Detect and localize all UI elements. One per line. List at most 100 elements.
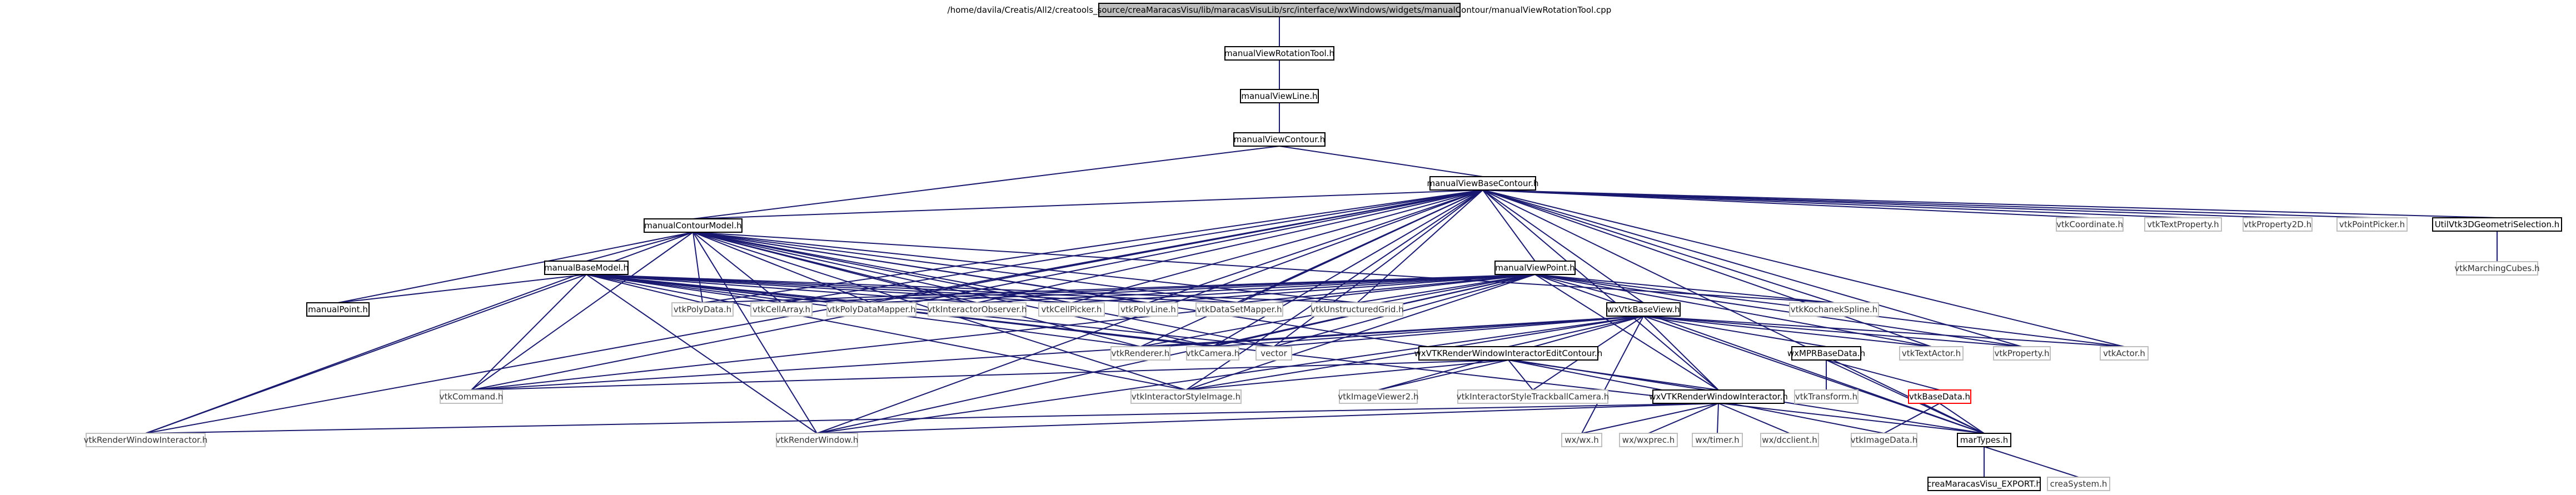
node-manualContourModel[interactable]: manualContourModel.h: [644, 218, 743, 233]
node-label: vtkProperty2D.h: [2244, 219, 2311, 229]
node-wxVTKRenderWindowInteractorEditContour[interactable]: wxVTKRenderWindowInteractorEditContour.h: [1414, 346, 1603, 361]
node-label: wxVtkBaseView.h: [1607, 304, 1680, 314]
node-wxMPRBaseData[interactable]: wxMPRBaseData.h: [1787, 346, 1865, 361]
node-manualViewLine[interactable]: manualViewLine.h: [1240, 89, 1319, 103]
node-vtkCoordinate: vtkCoordinate.h: [2056, 217, 2124, 232]
node-box: [440, 389, 503, 404]
edge-wxVtkBaseView-to-vtkProperty: [1643, 316, 2022, 347]
node-box: [86, 433, 206, 447]
node-vtkKochanekSpline: vtkKochanekSpline.h: [1789, 302, 1879, 317]
node-label: vtkImageData.h: [1851, 435, 1918, 445]
edge-manualContourModel-to-vtkRenderWindow: [692, 232, 818, 434]
node-label: vtkTextActor.h: [1902, 348, 1961, 358]
node-vtkImageViewer2: vtkImageViewer2.h: [1338, 389, 1419, 404]
node-manualPoint[interactable]: manualPoint.h: [306, 302, 370, 317]
edge-manualViewPoint-to-vtkCellArray: [781, 274, 1536, 303]
edge-wxVtkBaseView-to-marTypes: [1643, 316, 1985, 434]
edge-wxVtkBaseView-to-vtkCommand: [471, 316, 1644, 391]
node-manualViewContour[interactable]: manualViewContour.h: [1233, 132, 1326, 147]
edge-manualViewBaseContour-to-vtkRenderer: [1140, 189, 1483, 347]
node-label: wxVTKRenderWindowInteractor.h: [1649, 392, 1788, 402]
dependency-edges: [145, 17, 2498, 478]
node-wxVTKRenderWindowInteractor[interactable]: wxVTKRenderWindowInteractor.h: [1649, 389, 1788, 404]
edge-manualContourModel-to-vtkPolyDataMapper: [692, 232, 872, 303]
node-vtkMarchingCubes: vtkMarchingCubes.h: [2454, 261, 2540, 276]
node-manualViewRotationTool[interactable]: manualViewRotationTool.h: [1224, 46, 1334, 61]
node-wx_wxprec: wx/wxprec.h: [1619, 433, 1678, 447]
edge-manualBaseModel-to-manualPoint: [337, 274, 587, 303]
node-box: [1606, 302, 1681, 317]
edge-wxVtkBaseView-to-vector: [1273, 316, 1644, 347]
node-manualViewBaseContour[interactable]: manualViewBaseContour.h: [1427, 176, 1539, 191]
node-label: wx/dcclient.h: [1762, 435, 1817, 445]
edge-manualViewPoint-to-wxVtkBaseView: [1534, 274, 1644, 303]
edge-manualContourModel-to-vtkCellArray: [692, 232, 782, 303]
node-box: [1233, 132, 1326, 147]
edge-manualViewPoint-to-vtkDataSetMapper: [1239, 274, 1536, 303]
node-vtkProperty: vtkProperty.h: [1993, 346, 2051, 361]
node-box: [1561, 433, 1602, 447]
node-box: [1457, 389, 1608, 404]
edge-manualViewBaseContour-to-vtkProperty: [1482, 189, 2022, 347]
node-label: vtkCellPicker.h: [1041, 304, 1102, 314]
node-box: [1899, 346, 1964, 361]
node-vtkBaseData[interactable]: vtkBaseData.h: [1908, 389, 1971, 404]
node-label: creaSystem.h: [2050, 479, 2107, 489]
node-label: wx/wxprec.h: [1622, 435, 1675, 445]
edge-manualViewBaseContour-to-vtkCellPicker: [1071, 189, 1483, 303]
node-creaMaracasVisu_EXPORT[interactable]: creaMaracasVisu_EXPORT.h: [1927, 477, 2041, 491]
node-box: [1760, 433, 1819, 447]
node-UtilVtk3DGeometriSelection[interactable]: UtilVtk3DGeometriSelection.h: [2432, 217, 2562, 232]
node-label: /home/davila/Creatis/All2/creatools_sour…: [948, 5, 1612, 16]
node-label: vtkPolyDataMapper.h: [827, 304, 915, 314]
node-label: manualContourModel.h: [644, 221, 741, 231]
edge-manualViewPoint-to-vtkPolyLine: [1148, 274, 1536, 303]
node-label: vtkPointPicker.h: [2339, 219, 2405, 229]
edge-manualContourModel-to-vtkRenderer: [692, 232, 1141, 347]
edge-manualViewBaseContour-to-vtkActor: [1482, 189, 2125, 347]
edge-manualContourModel-to-vtkPolyData: [692, 232, 703, 303]
node-box: [1791, 346, 1861, 361]
node-marTypes[interactable]: marTypes.h: [1957, 433, 2011, 447]
node-box: [671, 302, 734, 317]
node-vtkPolyLine: vtkPolyLine.h: [1118, 302, 1178, 317]
node-box: [750, 302, 813, 317]
node-box: [1692, 433, 1743, 447]
node-box: [1224, 46, 1334, 61]
edge-manualViewBaseContour-to-manualContourModel: [692, 189, 1483, 219]
node-label: vtkInteractorStyleImage.h: [1132, 392, 1240, 402]
node-box: [1957, 433, 2011, 447]
edge-manualBaseModel-to-vtkDataSetMapper: [586, 274, 1240, 303]
node-label: vtkTransform.h: [1795, 392, 1857, 402]
edge-manualBaseModel-to-vtkInteractorStyleImage: [586, 274, 1187, 391]
node-vtkActor: vtkActor.h: [2100, 346, 2149, 361]
node-wxVtkBaseView[interactable]: wxVtkBaseView.h: [1606, 302, 1681, 317]
node-label: UtilVtk3DGeometriSelection.h: [2435, 219, 2560, 229]
node-root[interactable]: /home/davila/Creatis/All2/creatools_sour…: [948, 3, 1612, 17]
node-box: [1255, 346, 1292, 361]
edge-manualViewPoint-to-vtkKochanekSpline: [1534, 274, 1835, 303]
edge-wxVTKRenderWindowInteractor-to-wx_timer: [1717, 403, 1719, 434]
node-box: [2047, 477, 2110, 491]
node-vtkRenderWindow: vtkRenderWindow.h: [776, 433, 859, 447]
node-box: [2056, 217, 2124, 232]
edge-manualViewBaseContour-to-vtkCommand: [471, 189, 1483, 391]
node-manualBaseModel[interactable]: manualBaseModel.h: [544, 261, 629, 275]
node-manualViewPoint[interactable]: manualViewPoint.h: [1494, 261, 1576, 275]
edge-manualBaseModel-to-vtkPolyLine: [586, 274, 1149, 303]
node-wx_dcclient: wx/dcclient.h: [1760, 433, 1819, 447]
node-vtkCellPicker: vtkCellPicker.h: [1038, 302, 1105, 317]
node-label: vtkRenderWindow.h: [776, 435, 859, 445]
node-box: [1038, 302, 1105, 317]
edge-wxVtkBaseView-to-vtkCamera: [1212, 316, 1644, 347]
edge-manualViewBaseContour-to-vtkPointPicker: [1482, 189, 2373, 218]
node-box: [1186, 346, 1239, 361]
node-box: [826, 302, 916, 317]
node-label: manualViewLine.h: [1241, 91, 1317, 101]
edge-wxVtkBaseView-to-wxMPRBaseData: [1643, 316, 1827, 347]
node-label: vector: [1260, 348, 1287, 358]
node-label: vtkTextProperty.h: [2147, 219, 2219, 229]
node-wx_timer: wx/timer.h: [1692, 433, 1743, 447]
node-box: [306, 302, 370, 317]
edge-manualContourModel-to-vtkCellPicker: [692, 232, 1072, 303]
